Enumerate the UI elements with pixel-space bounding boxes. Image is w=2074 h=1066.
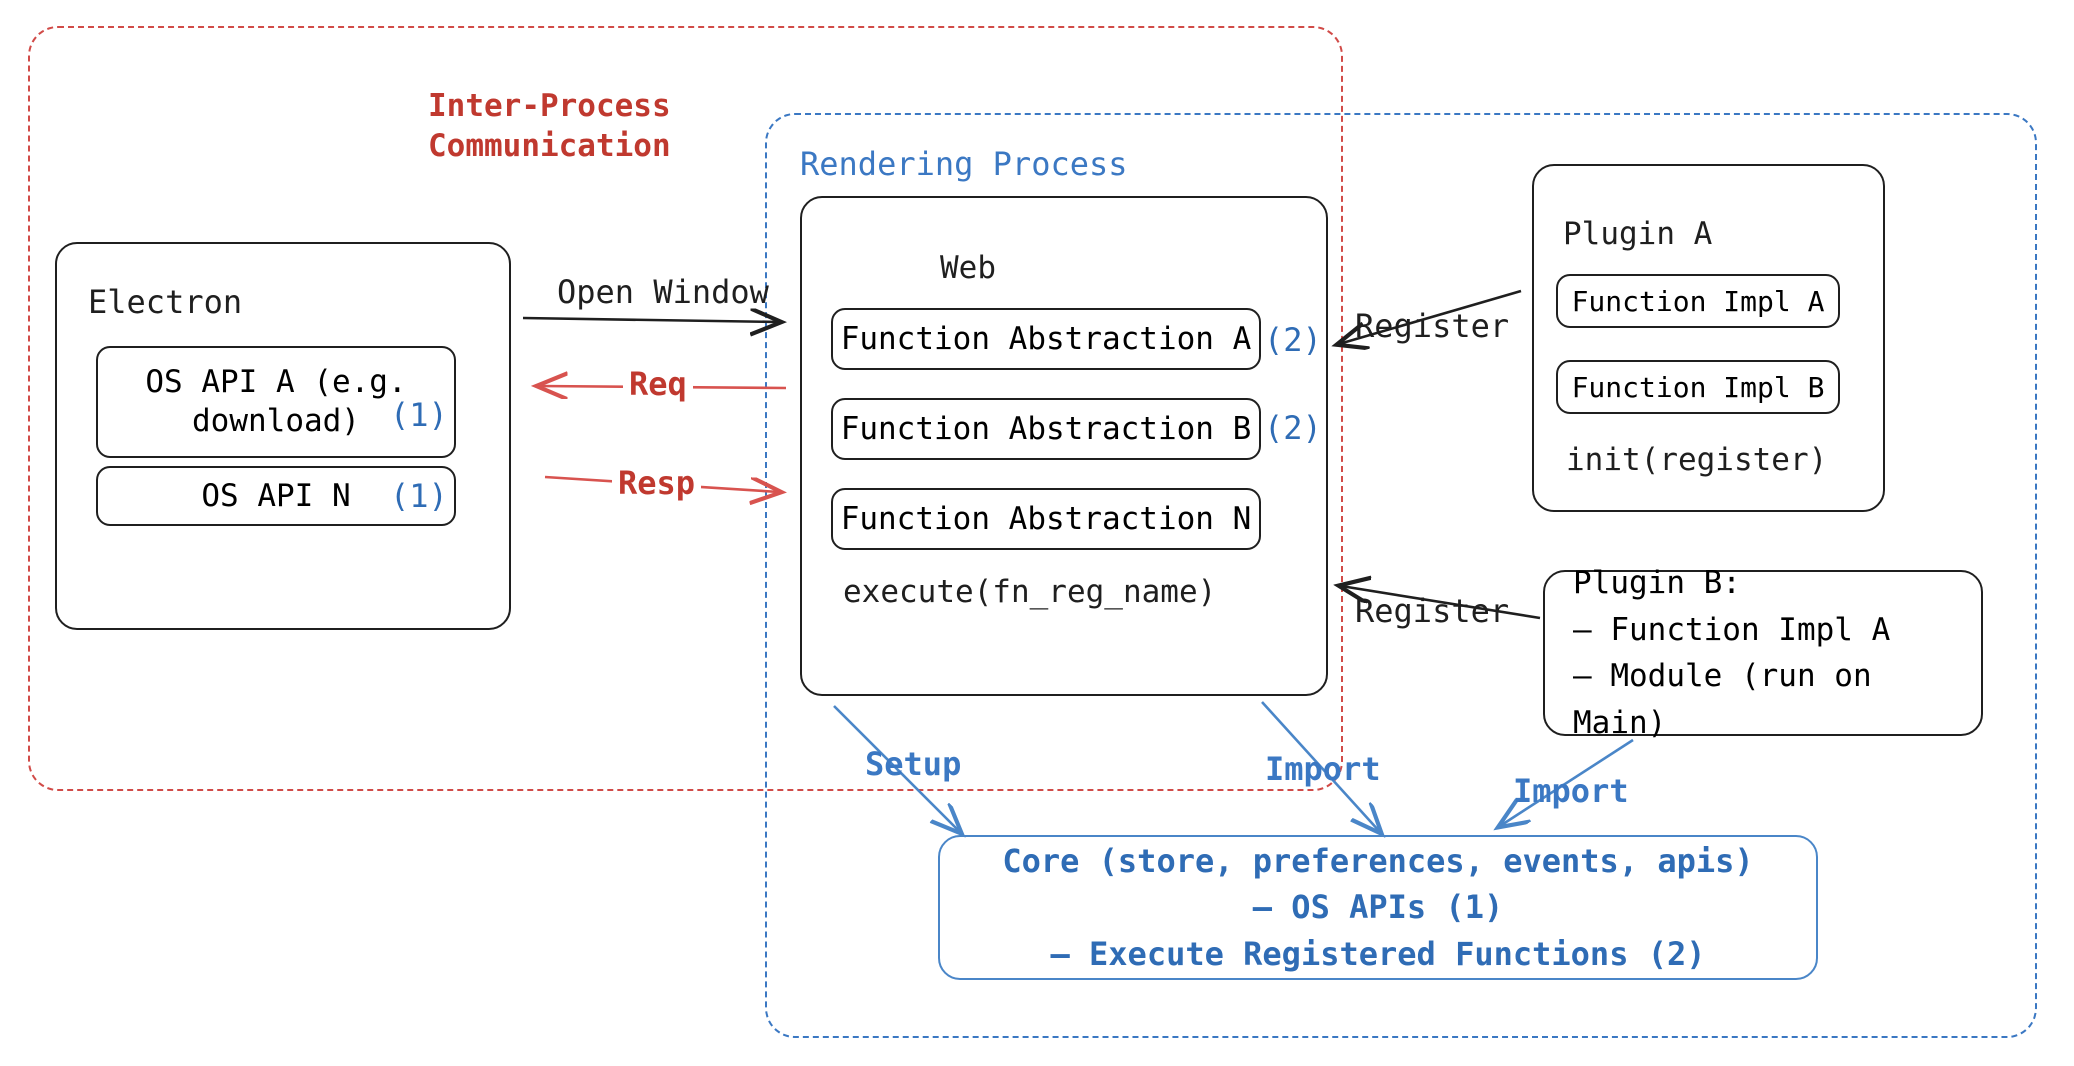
function-impl-a-label: Function Impl A xyxy=(1571,284,1825,318)
os-api-a-box[interactable]: OS API A (e.g. download) xyxy=(96,346,456,458)
plugin-a-title: Plugin A xyxy=(1563,216,1713,252)
edge-label-req: Req xyxy=(623,364,693,406)
edge-label-register-plugin-b: Register xyxy=(1355,592,1510,630)
function-abstraction-a-box[interactable]: Function Abstraction A xyxy=(831,308,1261,370)
ipc-boundary xyxy=(28,26,1343,791)
rendering-process-label: Rendering Process xyxy=(800,145,1128,183)
ipc-label: Inter-Process Communication xyxy=(428,88,671,165)
edge-label-register-plugin-a: Register xyxy=(1355,307,1510,345)
rendering-process-boundary xyxy=(765,113,2037,1038)
core-line-1: Core (store, preferences, events, apis) xyxy=(1002,841,1754,880)
plugin-b-content: Plugin B: – Function Impl A – Module (ru… xyxy=(1543,565,1983,741)
plugin-b-box xyxy=(1543,570,1983,736)
edge-label-setup: Setup xyxy=(865,745,962,783)
function-abstraction-b-box[interactable]: Function Abstraction B xyxy=(831,398,1261,460)
function-abstraction-n-label: Function Abstraction N xyxy=(840,500,1252,537)
edge-label-import-plugin-b: Import xyxy=(1513,772,1629,810)
os-api-n-marker: (1) xyxy=(390,477,448,515)
function-abstraction-a-label: Function Abstraction A xyxy=(840,320,1252,357)
function-abstraction-b-label: Function Abstraction B xyxy=(840,410,1252,447)
function-abstraction-b-marker: (2) xyxy=(1264,409,1322,447)
plugin-b-line-1: – Function Impl A xyxy=(1573,611,1891,648)
edge-label-resp: Resp xyxy=(612,463,702,505)
function-abstraction-a-marker: (2) xyxy=(1264,321,1322,359)
plugin-b-line-2: – Module (run on Main) xyxy=(1573,658,1872,741)
core-line-2: – OS APIs (1) xyxy=(1252,888,1504,927)
web-title: Web xyxy=(940,250,996,286)
os-api-a-label: OS API A (e.g. download) xyxy=(145,364,407,439)
edge-label-open-window: Open Window xyxy=(557,273,769,311)
plugin-a-box xyxy=(1532,164,1885,512)
function-impl-a-box[interactable]: Function Impl A xyxy=(1556,274,1840,328)
web-execute-label: execute(fn_reg_name) xyxy=(843,574,1217,610)
function-impl-b-box[interactable]: Function Impl B xyxy=(1556,360,1840,414)
os-api-a-marker: (1) xyxy=(390,396,448,434)
os-api-n-box[interactable]: OS API N xyxy=(96,466,456,526)
core-line-3: – Execute Registered Functions (2) xyxy=(1050,934,1706,973)
electron-title: Electron xyxy=(88,283,243,321)
plugin-a-init-label: init(register) xyxy=(1566,442,1828,478)
os-api-n-label: OS API N xyxy=(201,477,351,514)
plugin-b-title: Plugin B: xyxy=(1573,565,1741,601)
core-box: Core (store, preferences, events, apis) … xyxy=(938,835,1818,980)
function-impl-b-label: Function Impl B xyxy=(1571,370,1825,404)
edge-label-import-web: Import xyxy=(1265,750,1381,788)
function-abstraction-n-box[interactable]: Function Abstraction N xyxy=(831,488,1261,550)
